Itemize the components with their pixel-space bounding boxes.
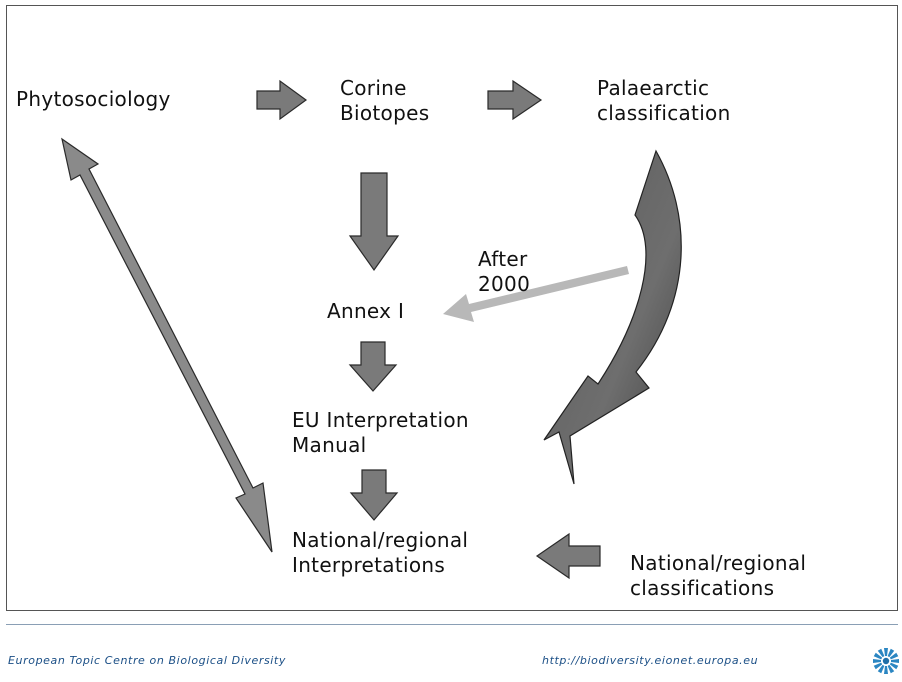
node-label: National/regional — [630, 551, 807, 575]
node-label: classifications — [630, 576, 775, 600]
footer-url[interactable]: http://biodiversity.eionet.europa.eu — [542, 654, 759, 667]
node-label: Interpretations — [292, 553, 446, 577]
footer: European Topic Centre on Biological Dive… — [6, 616, 899, 676]
node-palaearctic: Palaearctic classification — [597, 76, 731, 126]
arrow-after-2000 — [443, 266, 629, 322]
node-label: After — [478, 247, 528, 271]
node-eu-interpretation-manual: EU Interpretation Manual — [292, 408, 469, 458]
footer-divider — [6, 624, 898, 625]
node-label: Biotopes — [340, 101, 430, 125]
footer-organisation: European Topic Centre on Biological Dive… — [8, 654, 286, 667]
node-label: Manual — [292, 433, 367, 457]
arrow-eu-to-national — [349, 469, 399, 521]
arrow-corine-to-annex — [348, 172, 400, 272]
node-national-classifications: National/regional classifications — [630, 551, 806, 601]
node-phytosociology: Phytosociology — [16, 87, 171, 112]
arrow-annex-to-eu — [348, 341, 398, 392]
arrow-phyto-to-corine — [256, 79, 308, 121]
node-annex-i: Annex I — [327, 299, 404, 324]
node-label: Palaearctic — [597, 76, 710, 100]
node-label: Annex I — [327, 299, 405, 323]
label-after-2000: After 2000 — [478, 247, 530, 297]
node-label: 2000 — [478, 272, 531, 296]
node-label: EU Interpretation — [292, 408, 469, 432]
arrow-palaearctic-curve — [543, 149, 682, 485]
node-label: Corine — [340, 76, 407, 100]
node-corine-biotopes: Corine Biotopes — [340, 76, 429, 126]
etc-bd-logo-icon — [873, 648, 899, 674]
node-national-interpretations: National/regional Interpretations — [292, 528, 468, 578]
node-label: National/regional — [292, 528, 469, 552]
node-label: classification — [597, 101, 731, 125]
arrow-phyto-national-double — [61, 137, 273, 553]
node-label: Phytosociology — [16, 87, 171, 111]
arrow-classifications-to-interpretations — [535, 532, 601, 580]
arrow-corine-to-palaearctic — [487, 79, 543, 121]
